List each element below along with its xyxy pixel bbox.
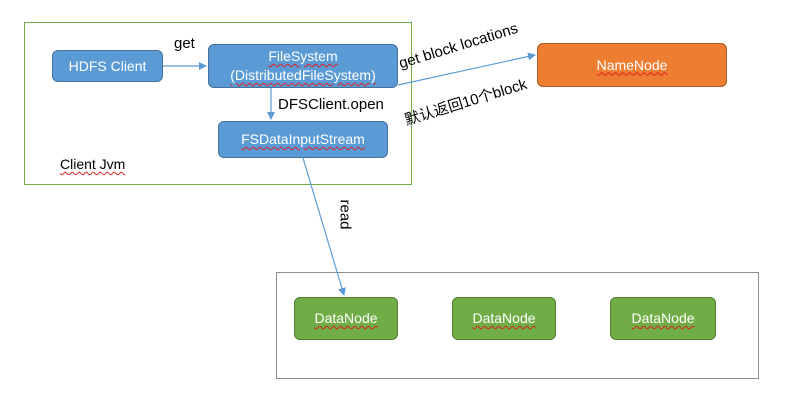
datanode-3: DataNode xyxy=(610,297,716,340)
datanode-label: DataNode xyxy=(472,310,536,326)
datanode-1: DataNode xyxy=(294,297,398,340)
fsdatainputstream-node: FSDataInputStream xyxy=(218,121,388,158)
hdfs-client-label: HDFS Client xyxy=(68,57,147,74)
filesystem-label: FileSystem xyxy=(268,48,338,64)
fsdatainputstream-label: FSDataInputStream xyxy=(241,131,365,147)
arrow-filesystem-to-namenode xyxy=(397,52,536,86)
client-jvm-container xyxy=(24,22,412,185)
datanode-label: DataNode xyxy=(631,310,695,326)
namenode-node: NameNode xyxy=(537,43,727,87)
namenode-label: NameNode xyxy=(596,56,668,73)
edge-label-get: get xyxy=(174,35,195,52)
edge-label-dfsclient-open: DFSClient.open xyxy=(278,96,384,113)
datanode-label: DataNode xyxy=(314,310,378,326)
client-jvm-label: Client Jvm xyxy=(60,156,126,172)
distributed-filesystem-label: (DistributedFileSystem) xyxy=(230,67,376,83)
filesystem-node: FileSystem (DistributedFileSystem) xyxy=(208,44,398,88)
hdfs-client-node: HDFS Client xyxy=(52,50,163,82)
datanode-2: DataNode xyxy=(452,297,556,340)
edge-label-read: read xyxy=(336,199,354,230)
arrow-inputstream-to-datanode xyxy=(302,157,346,296)
datanode-cluster-container xyxy=(276,272,759,379)
